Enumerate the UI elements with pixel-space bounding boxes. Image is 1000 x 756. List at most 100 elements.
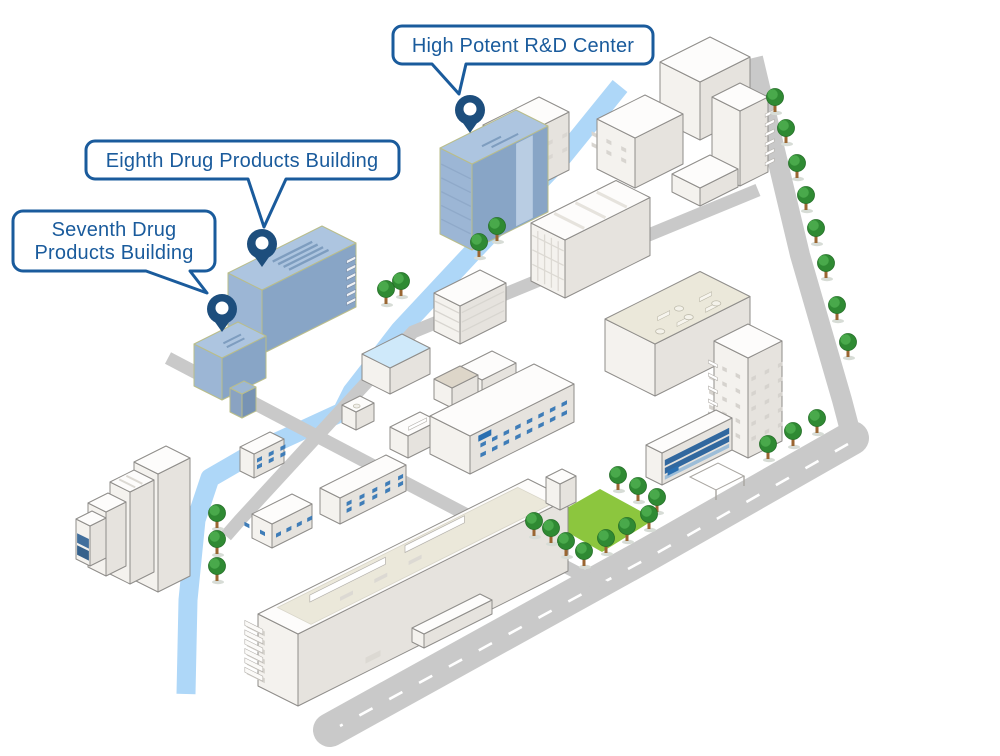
window — [735, 432, 741, 440]
window — [751, 390, 756, 397]
callout-label: Seventh Drug — [52, 219, 177, 241]
window — [777, 361, 783, 368]
roof-vent — [674, 305, 685, 312]
building-roof — [319, 454, 407, 499]
window — [777, 391, 783, 398]
window — [722, 396, 727, 403]
floor-line — [461, 290, 505, 314]
tree-icon — [597, 529, 615, 557]
window — [606, 138, 612, 146]
tree-shadow — [770, 110, 782, 116]
roof-line — [596, 190, 628, 209]
window — [708, 398, 718, 408]
tree-crown-highlight — [576, 543, 587, 554]
floor-line — [440, 163, 472, 180]
tree-icon — [839, 333, 857, 361]
roof-line — [222, 333, 242, 345]
floor-line — [461, 309, 505, 333]
tree-shadow — [821, 276, 833, 282]
tree-crown-highlight — [209, 558, 220, 569]
tree-trunk — [791, 436, 795, 446]
tree-shadow — [579, 564, 591, 570]
glass-band — [664, 443, 730, 480]
window — [244, 638, 264, 654]
window — [244, 629, 264, 645]
tree-crown-highlight — [829, 297, 840, 308]
roof-structure — [309, 556, 386, 603]
tree-icon — [208, 557, 226, 585]
window — [606, 149, 612, 157]
tree-crown-highlight — [598, 530, 609, 541]
window — [346, 506, 352, 513]
window — [777, 406, 783, 413]
window — [408, 554, 422, 566]
window — [515, 433, 521, 440]
tree-icon — [828, 296, 846, 324]
tree-shadow — [474, 255, 486, 261]
window — [547, 153, 553, 161]
tree-shadow — [381, 302, 393, 308]
tree-crown-highlight — [630, 478, 641, 489]
map-pin-icon — [247, 229, 277, 267]
facade-panel — [516, 135, 533, 227]
tree-crown-highlight — [840, 334, 851, 345]
tree-icon — [766, 88, 784, 116]
callout-eighth-drug-products: Eighth Drug Products Building — [84, 139, 401, 229]
window — [526, 427, 533, 435]
window — [709, 404, 714, 411]
road-center-line — [339, 442, 849, 728]
roof-vent — [711, 300, 722, 307]
tree-trunk — [766, 449, 770, 459]
roof-line — [553, 212, 585, 230]
tree-crown-highlight — [209, 531, 220, 542]
tree-trunk — [636, 491, 640, 501]
tree-shadow — [812, 431, 824, 437]
floor-line — [440, 177, 472, 194]
tree-crown-highlight — [558, 533, 569, 544]
building — [341, 395, 375, 431]
tree-trunk — [399, 286, 403, 296]
tree-icon — [807, 219, 825, 247]
tree-crown-highlight — [778, 120, 789, 131]
window — [621, 157, 627, 164]
window — [657, 310, 671, 322]
building-roof — [671, 154, 739, 189]
building-seventh-drug-products — [193, 321, 267, 401]
tree-icon — [525, 512, 543, 540]
window — [667, 465, 679, 476]
building-roof — [429, 363, 575, 437]
window — [764, 428, 770, 435]
tree-icon — [488, 217, 506, 245]
glass-panel — [77, 533, 89, 549]
roof-inset — [276, 486, 553, 625]
glass-band — [664, 435, 730, 474]
window — [764, 157, 775, 167]
tree-shadow — [811, 241, 823, 247]
window — [708, 385, 718, 395]
tree-icon — [759, 435, 777, 463]
window — [346, 263, 356, 273]
callout-bubble — [11, 209, 217, 295]
window — [764, 138, 775, 147]
callout-label: Products Building — [34, 242, 193, 264]
tree-shadow — [601, 551, 613, 557]
window — [751, 375, 756, 382]
floor-line — [434, 300, 460, 314]
building — [244, 493, 313, 549]
tree-shadow — [396, 294, 408, 300]
window — [280, 451, 286, 458]
tree-icon — [797, 186, 815, 214]
tree-crown-highlight — [789, 155, 800, 166]
tree-shadow — [633, 499, 645, 505]
roof-vent — [655, 328, 666, 335]
road — [743, 55, 862, 441]
tree-shadow — [843, 355, 855, 361]
tree-trunk — [384, 294, 388, 304]
tree-icon — [470, 233, 488, 261]
tree-trunk — [532, 526, 536, 536]
window — [244, 657, 264, 673]
window — [515, 423, 521, 431]
tree-icon — [777, 119, 795, 147]
building-roof — [87, 492, 127, 513]
